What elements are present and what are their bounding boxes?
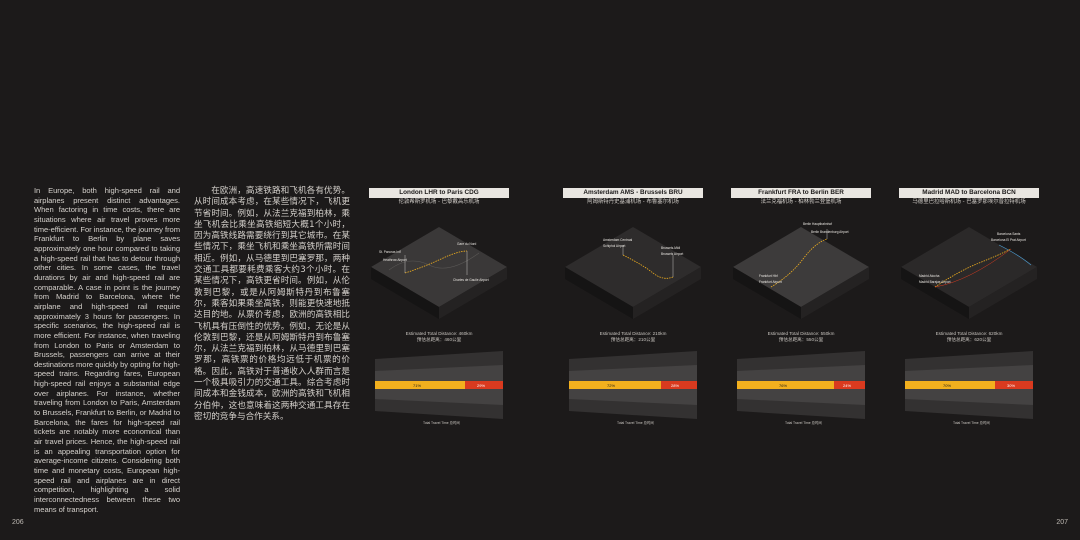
route-title: Frankfurt FRA to Berlin BER <box>731 188 871 198</box>
route-panel-frankfurt-berlin: Frankfurt FRA to Berlin BER 法兰克福机场 - 柏林勃… <box>731 188 871 427</box>
map-label: Gare du Nord <box>457 242 477 246</box>
air-percentage: 30% <box>1007 383 1015 388</box>
map-label: Schiphol Airport <box>603 244 625 248</box>
time-chart: 70% 30% Total Travel Time 总时间 <box>905 351 1033 425</box>
map-label: St. Pancras Int'l <box>379 250 402 254</box>
map-label: Barcelona Sants <box>997 232 1021 236</box>
air-percentage: 29% <box>477 383 485 388</box>
time-chart: 72% 28% Total Travel Time 总时间 <box>569 351 697 425</box>
route-title: Amsterdam AMS - Brussels BRU <box>563 188 703 198</box>
time-chart: 76% 24% Total Travel Time 总时间 <box>737 351 865 425</box>
map-label: Barcelona El Prat Airport <box>991 238 1026 242</box>
body-text-english: In Europe, both high-speed rail and airp… <box>34 186 180 514</box>
rail-bar <box>905 381 995 389</box>
air-bar <box>465 381 503 389</box>
air-bar <box>661 381 697 389</box>
map-label: Frankfurt Airport <box>759 280 782 284</box>
route-title: London LHR to Paris CDG <box>369 188 509 198</box>
rail-percentage: 71% <box>413 383 421 388</box>
axis-label: Total Travel Time 总时间 <box>953 420 990 425</box>
route-subtitle: 马德里巴拉哈斯机场 - 巴塞罗那埃尔普拉特机场 <box>912 199 1026 205</box>
route-map: St. Pancras Int'l Heathrow Airport Gare … <box>371 227 507 319</box>
axis-label: Total Travel Time 总时间 <box>785 420 822 425</box>
air-bar <box>834 381 865 389</box>
map-label: Frankfurt Hbf <box>759 274 778 278</box>
map-label: Madrid Barajas Airport <box>919 280 951 284</box>
route-panel-amsterdam-brussels: Amsterdam AMS - Brussels BRU 阿姆斯特丹史基浦机场 … <box>563 188 703 427</box>
route-subtitle: 法兰克福机场 - 柏林勃兰登堡机场 <box>760 199 842 205</box>
route-map: Barcelona Sants Barcelona El Prat Airpor… <box>901 227 1037 319</box>
map-label: Madrid Atocha <box>919 274 940 278</box>
map-label: Berlin Hauptbahnhof <box>803 222 832 226</box>
route-map: Berlin Hauptbahnhof Berlin Brandenburg A… <box>733 222 869 319</box>
axis-label: Total Travel Time 总时间 <box>617 420 654 425</box>
air-bar <box>995 381 1033 389</box>
rail-percentage: 70% <box>943 383 951 388</box>
map-label: Brussels-Midi <box>661 246 680 250</box>
distance-estimate: Estimated Total Distance: 210km 预估总距离：21… <box>599 331 667 342</box>
route-subtitle: 阿姆斯特丹史基浦机场 - 布鲁塞尔机场 <box>587 199 679 205</box>
rail-bar <box>375 381 465 389</box>
map-label: Heathrow Airport <box>383 258 407 262</box>
map-label: Amsterdam Centraal <box>603 238 633 242</box>
route-map: Amsterdam Centraal Schiphol Airport Brus… <box>565 227 701 319</box>
rail-bar <box>737 381 834 389</box>
map-label: Berlin Brandenburg Airport <box>811 230 849 234</box>
route-title: Madrid MAD to Barcelona BCN <box>899 188 1039 198</box>
route-panel-madrid-barcelona: Madrid MAD to Barcelona BCN 马德里巴拉哈斯机场 - … <box>899 188 1039 427</box>
time-chart: 71% 29% Total Travel Time 总时间 <box>369 345 509 427</box>
map-label: Charles de Gaulle Airport <box>453 278 489 282</box>
rail-percentage: 72% <box>607 383 615 388</box>
map-label: Brussels Airport <box>661 252 683 256</box>
page-number-left: 206 <box>12 519 24 526</box>
distance-estimate: Estimated Total Distance: 460km 预估总距离：46… <box>405 331 473 342</box>
distance-estimate: Estimated Total Distance: 620km 预估总距离：62… <box>935 331 1003 342</box>
air-percentage: 28% <box>671 383 679 388</box>
air-percentage: 24% <box>843 383 851 388</box>
rail-percentage: 76% <box>779 383 787 388</box>
body-text-chinese: 在欧洲，高速铁路和飞机各有优势。从时间成本考虑，在某些情况下，飞机更节省时间。例… <box>194 186 350 422</box>
rail-bar <box>569 381 661 389</box>
distance-estimate: Estimated Total Distance: 550km 预估总距离：55… <box>767 331 835 342</box>
axis-label: Total Travel Time 总时间 <box>423 420 460 425</box>
route-subtitle: 伦敦希斯罗机场 - 巴黎戴高乐机场 <box>398 199 480 205</box>
route-panel-london-paris: London LHR to Paris CDG 伦敦希斯罗机场 - 巴黎戴高乐机… <box>369 188 509 427</box>
page-number-right: 207 <box>1056 519 1068 526</box>
